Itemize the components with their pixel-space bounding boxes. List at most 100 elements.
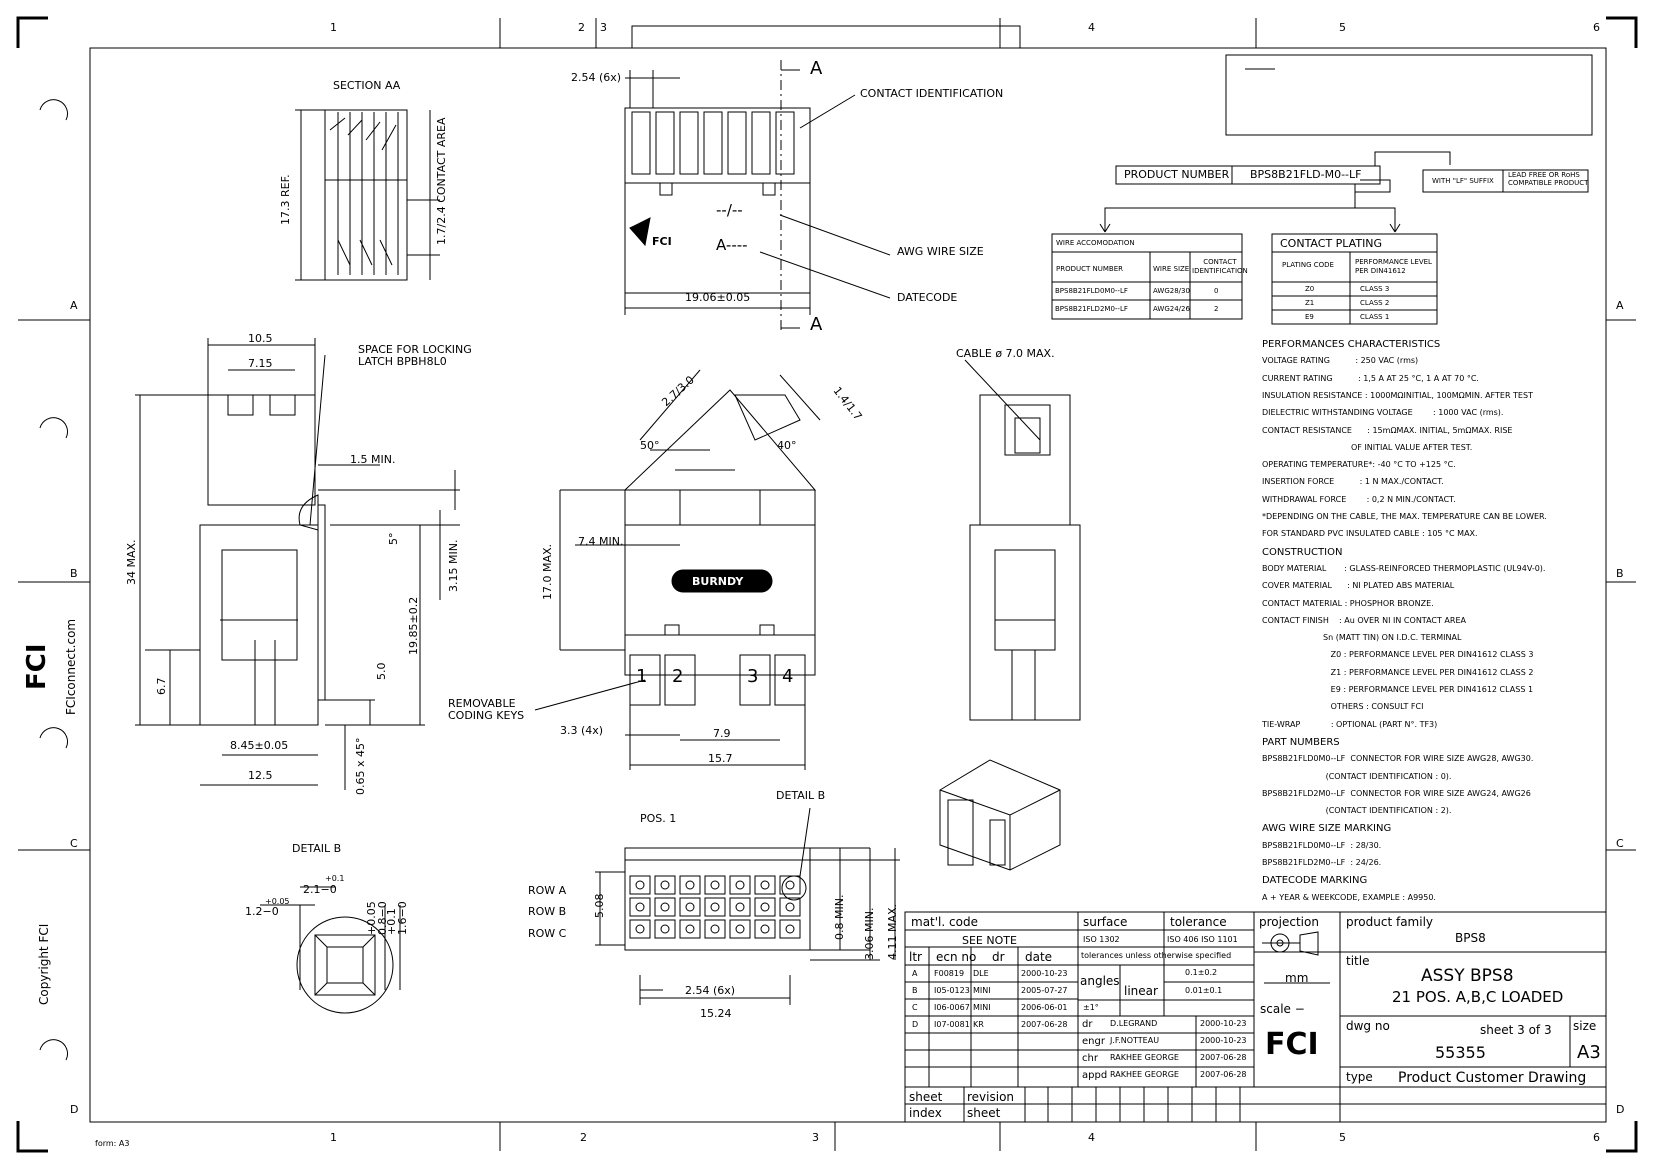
spec-line: Sn (MATT TIN) ON I.D.C. TERMINAL [1262, 633, 1462, 643]
zone-col-4-bottom: 4 [1088, 1131, 1095, 1144]
contact-cell [679, 875, 701, 895]
dim-17-0: 17.0 MAX. [541, 543, 554, 600]
wire-row2-id: 2 [1214, 305, 1219, 313]
dim-15-7: 15.7 [708, 752, 733, 765]
row-a-label: ROW A [528, 884, 567, 897]
revision-cell: 2005-07-27 [1021, 986, 1068, 995]
approval-cell: J.F.NOTTEAU [1110, 1036, 1160, 1045]
contact-hole [760, 902, 770, 912]
dim-1-5: 1.5 MIN. [350, 453, 396, 466]
contact-cell [679, 919, 701, 939]
dim-3-15: 3.15 MIN. [447, 539, 460, 592]
row-c-label: ROW C [528, 927, 567, 940]
plating-row1-class: CLASS 3 [1360, 285, 1390, 293]
section-aa-view [295, 109, 440, 281]
wire-table-h2: WIRE SIZE [1153, 265, 1190, 273]
spec-line: AWG WIRE SIZE MARKING [1262, 823, 1392, 835]
detail-b-view [260, 886, 401, 1014]
wire-table-h1: PRODUCT NUMBER [1056, 265, 1123, 273]
linear-1: 0.1±0.2 [1185, 968, 1218, 977]
coding-keys-label: REMOVABLE CODING KEYS [448, 697, 525, 722]
wire-row1-pn: BPS8B21FLD0M0--LF [1055, 287, 1128, 295]
contact-id-label: CONTACT IDENTIFICATION [860, 87, 1004, 100]
fci-title-logo: FCI [1265, 1027, 1319, 1062]
revision-cell: MINI [973, 1003, 991, 1012]
zone-row-d-right: D [1616, 1103, 1625, 1116]
wire-row2-size: AWG24/26 [1153, 305, 1190, 313]
contact-cell [629, 897, 651, 917]
detail-tol-c: +0.05 [265, 897, 290, 906]
awg-label: AWG WIRE SIZE [897, 245, 984, 258]
detail-dim-2-1: 2.1−0 [303, 883, 337, 896]
angles-value: ±1° [1083, 1003, 1099, 1012]
spec-line: PART NUMBERS [1262, 736, 1340, 748]
contact-hole [785, 880, 795, 890]
revision-cell: 2007-06-28 [1021, 1020, 1068, 1029]
zone-col-6-bottom: 6 [1593, 1131, 1600, 1144]
spec-line: INSULATION RESISTANCE : 1000MΩINITIAL, 1… [1262, 390, 1533, 400]
contact-hole [710, 902, 720, 912]
angle-40: 40° [777, 439, 797, 452]
spec-line: BPS8B21FLD2M0--LF CONNECTOR FOR WIRE SIZ… [1262, 788, 1531, 798]
contact-hole [785, 924, 795, 934]
dim-12-5: 12.5 [248, 769, 273, 782]
contact-cell [629, 919, 651, 939]
revision-cell: DLE [973, 969, 989, 978]
zone-col-6: 6 [1593, 21, 1600, 34]
detail-b-title: DETAIL B [292, 842, 342, 855]
spec-line: CONTACT MATERIAL : PHOSPHOR BRONZE. [1262, 598, 1434, 608]
revision-cell: 2006-06-01 [1021, 1003, 1068, 1012]
spec-line: VOLTAGE RATING : 250 VAC (rms) [1262, 356, 1419, 366]
contact-cell [654, 875, 676, 895]
zone-col-1: 1 [330, 21, 337, 34]
plating-row2-code: Z1 [1305, 299, 1315, 307]
zone-row-c: C [70, 837, 78, 850]
spec-line: BPS8B21FLD0M0--LF CONNECTOR FOR WIRE SIZ… [1262, 754, 1534, 764]
dim-7-9: 7.9 [713, 727, 731, 740]
unit-mm: mm [1285, 971, 1309, 985]
approval-cell: dr [1082, 1019, 1093, 1030]
revision-cell: B [912, 986, 918, 995]
plating-table-title: CONTACT PLATING [1280, 237, 1383, 250]
type-value: Product Customer Drawing [1398, 1070, 1587, 1086]
contact-hole [660, 880, 670, 890]
contact-area-label: 1.7/2.4 CONTACT AREA [435, 117, 448, 246]
spec-line: *DEPENDING ON THE CABLE, THE MAX. TEMPER… [1262, 512, 1547, 521]
contact-cell [704, 897, 726, 917]
wire-table-title: WIRE ACCOMODATION [1056, 239, 1135, 247]
cable-label: CABLE ø 7.0 MAX. [956, 347, 1055, 360]
contact-hole [785, 902, 795, 912]
approval-cell: RAKHEE GEORGE [1110, 1053, 1179, 1062]
sheet-label: sheet [909, 1090, 943, 1104]
row-b-label: ROW B [528, 905, 567, 918]
sheet2-label: sheet [967, 1106, 1001, 1120]
contact-hole [760, 924, 770, 934]
revision-cell: A [912, 969, 918, 978]
side-view [135, 338, 460, 790]
burndy-brand: BURNDY [692, 575, 744, 588]
contact-hole [635, 924, 645, 934]
dim-2-54: 2.54 (6x) [685, 984, 736, 997]
detail-b-callout: DETAIL B [776, 789, 826, 802]
dim-4-11: 4.11 MAX. [886, 903, 899, 960]
spec-line: E9 : PERFORMANCE LEVEL PER DIN41612 CLAS… [1262, 685, 1534, 694]
spec-line: CURRENT RATING : 1,5 A AT 25 °C, 1 A AT … [1262, 373, 1479, 383]
contact-hole [735, 880, 745, 890]
scale-label: scale − [1260, 1002, 1305, 1016]
revision-cell: F00819 [934, 969, 965, 978]
contact-hole [710, 880, 720, 890]
contact-cell [654, 897, 676, 917]
plating-row1-code: Z0 [1305, 285, 1315, 293]
spec-line: CONTACT RESISTANCE : 15mΩMAX. INITIAL, 5… [1262, 425, 1513, 435]
contact-cell [729, 919, 751, 939]
dim-chamfer: 0.65 x 45° [354, 737, 367, 796]
product-number-value: BPS8B21FLD-M0--LF [1250, 168, 1362, 181]
spec-line: (CONTACT IDENTIFICATION : 2). [1262, 806, 1452, 816]
size-label: size [1573, 1019, 1597, 1033]
surface-label: surface [1083, 915, 1128, 929]
small-3d-view [939, 759, 1061, 871]
copyright: Copyright FCI [37, 923, 51, 1005]
contact-cell [679, 897, 701, 917]
product-family-label: product family [1346, 915, 1434, 929]
zone-row-d: D [70, 1103, 79, 1116]
